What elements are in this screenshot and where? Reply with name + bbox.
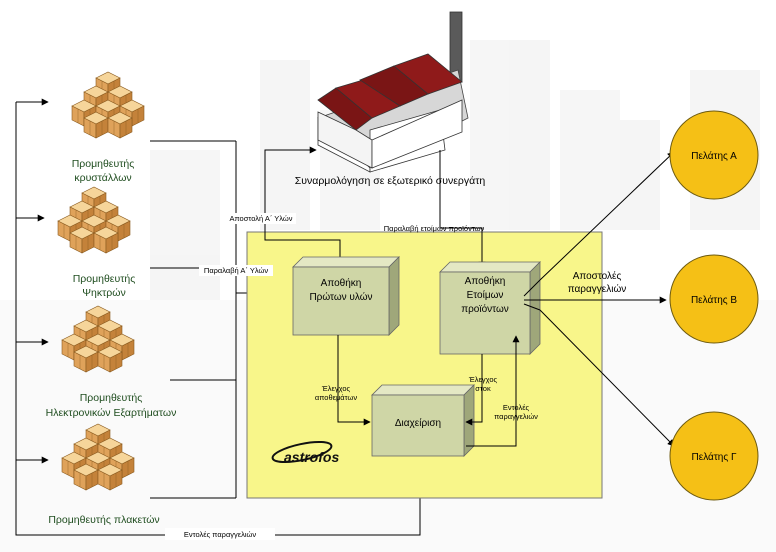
management-label: Διαχείριση xyxy=(395,417,441,429)
supplier-1-line1: Προμηθευτής xyxy=(72,158,135,170)
shipments-label-1: Αποστολές xyxy=(573,270,622,282)
shipment-lines xyxy=(523,151,675,447)
orders-label-2: παραγγελιών xyxy=(494,412,538,421)
supplier-2-line2: Ψηκτρών xyxy=(82,287,125,299)
customer-b-label: Πελάτης Β xyxy=(691,294,737,306)
astrofos-logo: astrofos xyxy=(271,440,339,465)
factory-flow-lines xyxy=(264,146,486,269)
logo-text: astrofos xyxy=(284,449,339,465)
crates-icon-crystals xyxy=(72,72,144,138)
supplier-2-line1: Προμηθευτής xyxy=(73,273,136,285)
supplier-3-line2: Ηλεκτρονικών Εξαρτήματων xyxy=(46,407,177,419)
raw-warehouse-line1: Αποθήκη xyxy=(321,277,362,289)
customer-c-label: Πελάτης Γ xyxy=(692,451,737,463)
receive-products-label: Παραλαβή ετοίμων προϊόντων xyxy=(384,224,485,233)
orders-label-1: Εντολές xyxy=(503,403,530,412)
send-materials-label: Αποστολή Α΄ Υλών xyxy=(229,214,292,223)
stock-control-label-1: Έλεγχος xyxy=(468,375,498,384)
customer-c: Πελάτης Γ xyxy=(669,411,759,501)
crates-icon-brushes xyxy=(58,187,130,253)
shipments-label-2: παραγγελιών xyxy=(568,283,627,295)
finished-warehouse-line3: προϊόντων xyxy=(461,303,509,315)
order-instructions-label: Εντολές παραγγελιών xyxy=(184,530,257,539)
stock-control-label-2: στοκ xyxy=(475,384,491,393)
customer-a: Πελάτης Α xyxy=(669,110,759,200)
internal-flow-lines xyxy=(337,335,520,447)
finished-warehouse-line1: Αποθήκη xyxy=(465,275,506,287)
factory-icon xyxy=(317,11,469,173)
stock-check-label-2: αποθεμάτων xyxy=(315,393,357,402)
management-box: Διαχείριση xyxy=(371,384,475,457)
supplier-4-line1: Προμηθευτής πλακετών xyxy=(48,514,159,526)
raw-materials-warehouse: Αποθήκη Πρώτων υλών xyxy=(292,256,400,336)
raw-warehouse-line2: Πρώτων υλών xyxy=(309,291,372,303)
receive-materials-label: Παραλαβή Α΄ Υλών xyxy=(204,266,268,275)
stock-check-label-1: Έλεγχος xyxy=(321,384,351,393)
supplier-1-line2: κρυστάλλων xyxy=(74,172,131,184)
factory-label: Συναρμολόγηση σε εξωτερικό συνεργάτη xyxy=(295,175,486,187)
finished-products-warehouse: Αποθήκη Ετοίμων προϊόντων xyxy=(439,261,541,355)
supplier-3-line1: Προμηθευτής xyxy=(80,392,143,404)
finished-warehouse-line2: Ετοίμων xyxy=(467,289,504,301)
customer-a-label: Πελάτης Α xyxy=(691,150,737,162)
customer-b: Πελάτης Β xyxy=(669,254,759,344)
